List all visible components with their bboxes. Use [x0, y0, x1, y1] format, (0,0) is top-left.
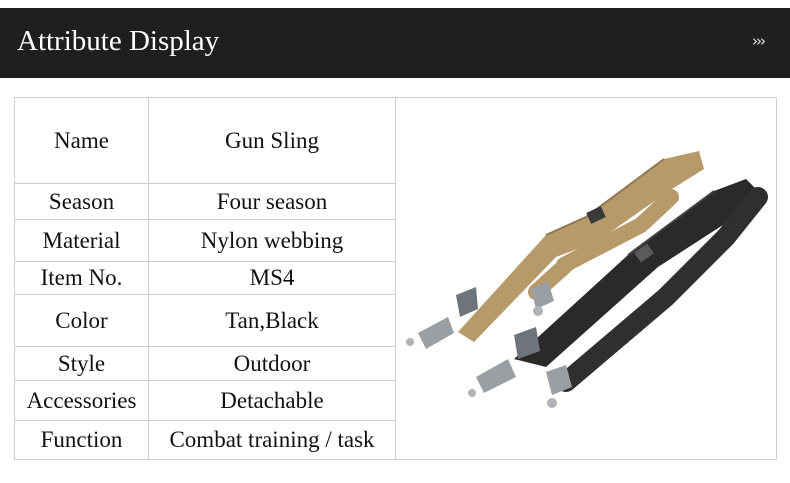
attribute-value: Combat training / task — [148, 420, 396, 460]
gun-sling-photo-icon — [406, 151, 768, 408]
attribute-value: MS4 — [148, 261, 396, 295]
table-row: Accessories Detachable — [14, 380, 396, 421]
table-row: Color Tan,Black — [14, 294, 396, 347]
attribute-key: Color — [14, 294, 149, 347]
attribute-key: Material — [14, 219, 149, 262]
page-title: Attribute Display — [17, 25, 220, 57]
black-sling — [468, 179, 768, 408]
attribute-value: Outdoor — [148, 346, 396, 381]
table-row: Season Four season — [14, 183, 396, 220]
table-row: Item No. MS4 — [14, 261, 396, 295]
chevron-right-icon[interactable]: ››› — [752, 32, 766, 50]
attribute-key: Function — [14, 420, 149, 460]
attribute-value: Detachable — [148, 380, 396, 421]
table-row: Name Gun Sling — [14, 97, 396, 184]
attribute-value: Gun Sling — [148, 97, 396, 184]
attribute-key: Item No. — [14, 261, 149, 295]
attribute-value: Tan,Black — [148, 294, 396, 347]
tan-sling — [406, 151, 704, 349]
attribute-key: Style — [14, 346, 149, 381]
attribute-key: Season — [14, 183, 149, 220]
attribute-key: Name — [14, 97, 149, 184]
attribute-value: Four season — [148, 183, 396, 220]
table-row: Function Combat training / task — [14, 420, 396, 460]
table-row: Material Nylon webbing — [14, 219, 396, 262]
table-row: Style Outdoor — [14, 346, 396, 381]
attribute-key: Accessories — [14, 380, 149, 421]
product-image — [396, 97, 777, 460]
header-bar: Attribute Display ››› — [0, 8, 790, 78]
attribute-value: Nylon webbing — [148, 219, 396, 262]
attribute-table: Name Gun Sling Season Four season Materi… — [14, 97, 396, 460]
